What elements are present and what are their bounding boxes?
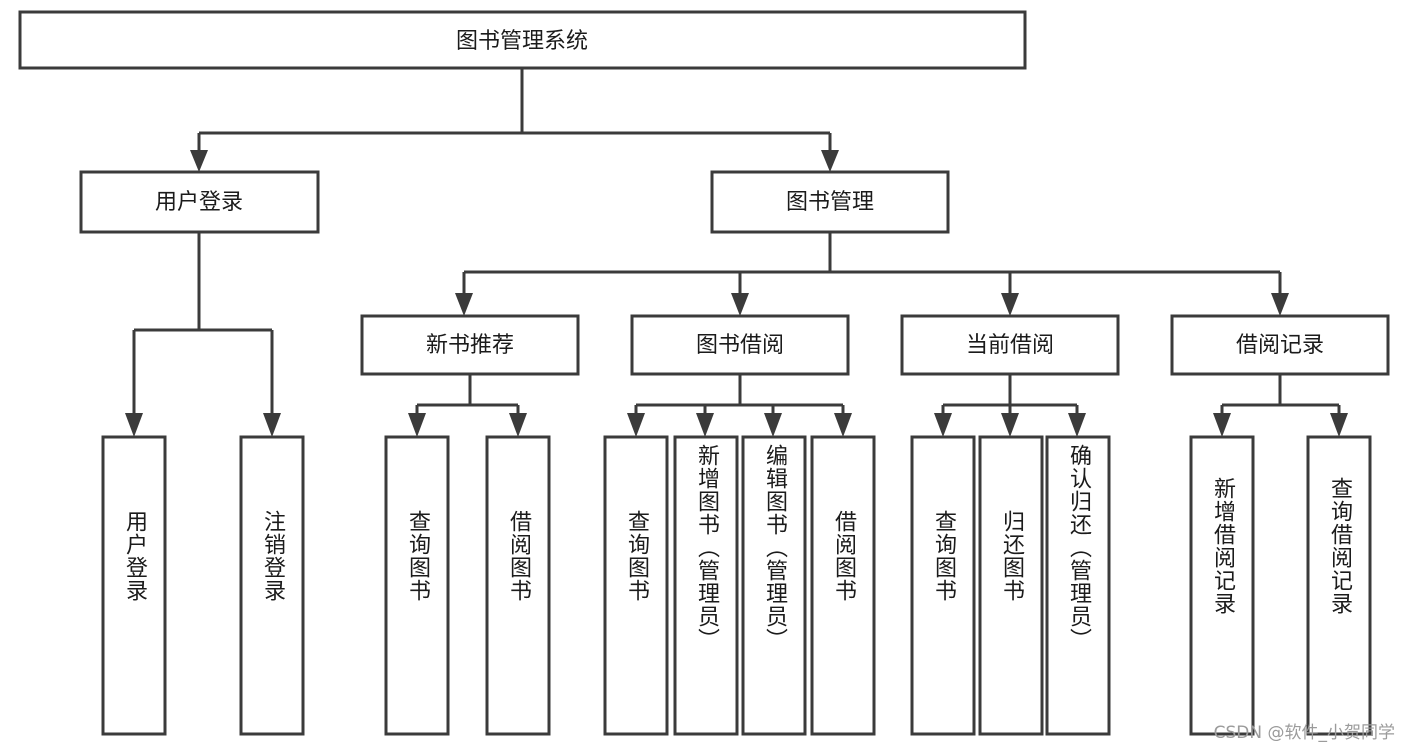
- leaf-bb-borrow-book[interactable]: [810, 435, 876, 736]
- watermark: CSDN @软件_小贺同学: [1213, 723, 1395, 743]
- leaf-cb-query-book[interactable]: [910, 435, 976, 736]
- leaf-user-login[interactable]: [101, 435, 167, 736]
- arrow-head-br-add: [1213, 413, 1231, 437]
- leaf-bb-edit-book[interactable]: [741, 435, 807, 736]
- arrow-head-leaf-user-login: [125, 413, 143, 437]
- arrow-head-cb-confirm: [1068, 413, 1086, 437]
- node-borrow-record[interactable]: [1170, 314, 1390, 376]
- arrow-head-newbook-query: [408, 413, 426, 437]
- arrow-head-bb-add: [696, 413, 714, 437]
- node-user-login-label: 用户登录: [155, 190, 243, 215]
- arrow-head-user-login: [190, 150, 208, 172]
- arrow-head-borrow-record: [1271, 293, 1289, 316]
- node-book-borrow[interactable]: [630, 314, 850, 376]
- node-current-borrow-label: 当前借阅: [966, 333, 1054, 358]
- arrow-head-bb-query: [627, 413, 645, 437]
- arrow-head-book-mgmt: [821, 150, 839, 172]
- leaf-bb-query-book[interactable]: [603, 435, 669, 736]
- leaf-br-add-record[interactable]: [1189, 435, 1255, 736]
- leaf-newbook-borrow-book[interactable]: [485, 435, 551, 736]
- arrow-head-current-borrow: [1001, 293, 1019, 316]
- arrow-head-new-book: [455, 293, 473, 316]
- node-new-book-recommend[interactable]: [360, 314, 580, 376]
- node-root[interactable]: [18, 10, 1027, 70]
- leaf-logout[interactable]: [239, 435, 305, 736]
- arrow-head-cb-return: [1001, 413, 1019, 437]
- leaf-newbook-query-book[interactable]: [384, 435, 450, 736]
- leaf-cb-return-book[interactable]: [978, 435, 1044, 736]
- leaf-br-query-record[interactable]: [1306, 435, 1372, 736]
- arrow-head-bb-borrow: [834, 413, 852, 437]
- arrow-head-br-query: [1330, 413, 1348, 437]
- node-book-management[interactable]: [710, 170, 950, 234]
- node-borrow-record-label: 借阅记录: [1236, 333, 1324, 358]
- leaf-cb-confirm-return[interactable]: [1045, 435, 1111, 736]
- node-book-management-label: 图书管理: [786, 190, 874, 215]
- node-new-book-recommend-label: 新书推荐: [426, 333, 514, 358]
- arrow-head-cb-query: [934, 413, 952, 437]
- arrow-head-bb-edit: [764, 413, 782, 437]
- node-user-login[interactable]: [79, 170, 320, 234]
- node-current-borrow[interactable]: [900, 314, 1120, 376]
- leaf-bb-add-book[interactable]: [673, 435, 739, 736]
- node-book-borrow-label: 图书借阅: [696, 333, 784, 358]
- arrow-head-leaf-logout: [263, 413, 281, 437]
- arrow-head-newbook-borrow: [509, 413, 527, 437]
- node-root-label: 图书管理系统: [456, 29, 588, 54]
- arrow-head-book-borrow: [731, 293, 749, 316]
